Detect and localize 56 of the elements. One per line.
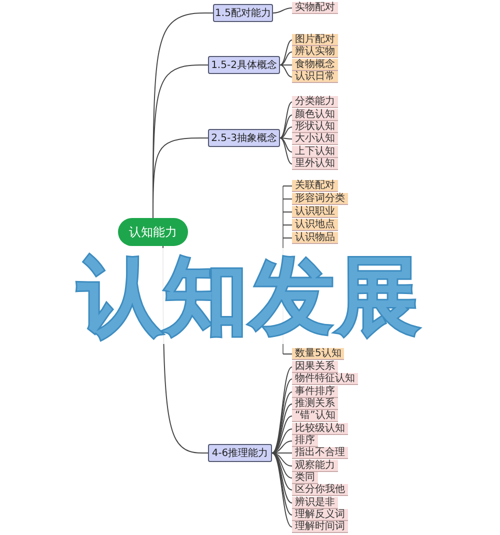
leaf-topic-tag: 理解时间词 bbox=[292, 521, 348, 533]
connector-line bbox=[282, 224, 292, 226]
connector-line bbox=[282, 198, 292, 200]
leaf-topic-tag: 比较级认知 bbox=[292, 423, 348, 435]
leaf-topic-tag: 事件排序 bbox=[292, 386, 338, 398]
leaf-topic-tag: 区分你我他 bbox=[292, 484, 348, 496]
connector-line bbox=[280, 52, 292, 66]
leaf-topic-tag: 认识物品 bbox=[292, 232, 338, 244]
branch-topic-box: 1.5配对能力 bbox=[213, 4, 273, 22]
root-topic-pill: 认知能力 bbox=[118, 218, 188, 246]
connector-line bbox=[280, 40, 292, 66]
leaf-topic-tag: 观察能力 bbox=[292, 460, 338, 472]
connector-line bbox=[152, 138, 208, 218]
connector-line bbox=[272, 452, 292, 528]
leaf-topic-tag: 物件特征认知 bbox=[292, 373, 358, 385]
connector-line bbox=[280, 138, 292, 140]
leaf-topic-tag: 上下认知 bbox=[292, 146, 338, 158]
leaf-topic-tag: 图片配对 bbox=[292, 34, 338, 46]
leaf-topic-tag: 形状认知 bbox=[292, 121, 338, 133]
leaf-topic-tag: 数量5认知 bbox=[292, 348, 344, 360]
leaf-topic-tag: 认识地点 bbox=[292, 219, 338, 231]
connector-line bbox=[272, 8, 292, 14]
connector-line bbox=[280, 64, 292, 66]
leaf-topic-tag: 形容词分类 bbox=[292, 193, 348, 205]
connector-line bbox=[280, 126, 292, 138]
leaf-topic-tag: 认识日常 bbox=[292, 71, 338, 83]
leaf-topic-tag: “错”认知 bbox=[292, 410, 338, 422]
leaf-topic-tag: 因果关系 bbox=[292, 361, 338, 373]
leaf-topic-tag: 大小认知 bbox=[292, 133, 338, 145]
leaf-topic-tag: 指出不合理 bbox=[292, 447, 348, 459]
leaf-topic-tag: 类同 bbox=[292, 472, 318, 484]
leaf-topic-tag: 分类能力 bbox=[292, 96, 338, 108]
connector-line bbox=[280, 138, 292, 152]
connector-line bbox=[272, 416, 292, 454]
leaf-topic-tag: 辨识是非 bbox=[292, 497, 338, 509]
leaf-topic-tag: 颜色认知 bbox=[292, 109, 338, 121]
leaf-topic-tag: 食物概念 bbox=[292, 59, 338, 71]
leaf-topic-tag: 辨认实物 bbox=[292, 46, 338, 58]
branch-topic-box: 2.5-3抽象概念 bbox=[208, 129, 280, 147]
branch-topic-box: 4-6推理能力 bbox=[208, 444, 272, 462]
connector-line bbox=[272, 452, 292, 516]
connector-line bbox=[272, 404, 292, 454]
leaf-topic-tag: 认识职业 bbox=[292, 206, 338, 218]
leaf-topic-tag: 理解反义词 bbox=[292, 509, 348, 521]
connector-line bbox=[280, 64, 292, 78]
connector-line bbox=[280, 138, 292, 164]
connector-line bbox=[272, 452, 292, 478]
connector-line bbox=[272, 452, 292, 490]
leaf-topic-tag: 里外认知 bbox=[292, 158, 338, 170]
connector-line bbox=[280, 114, 292, 138]
connector-line bbox=[280, 102, 292, 138]
leaf-topic-tag: 实物配对 bbox=[292, 2, 338, 14]
leaf-topic-tag: 排序 bbox=[292, 435, 318, 447]
branch-topic-box: 1.5-2具体概念 bbox=[208, 56, 280, 74]
leaf-topic-tag: 推测关系 bbox=[292, 398, 338, 410]
leaf-topic-tag: 关联配对 bbox=[292, 180, 338, 192]
